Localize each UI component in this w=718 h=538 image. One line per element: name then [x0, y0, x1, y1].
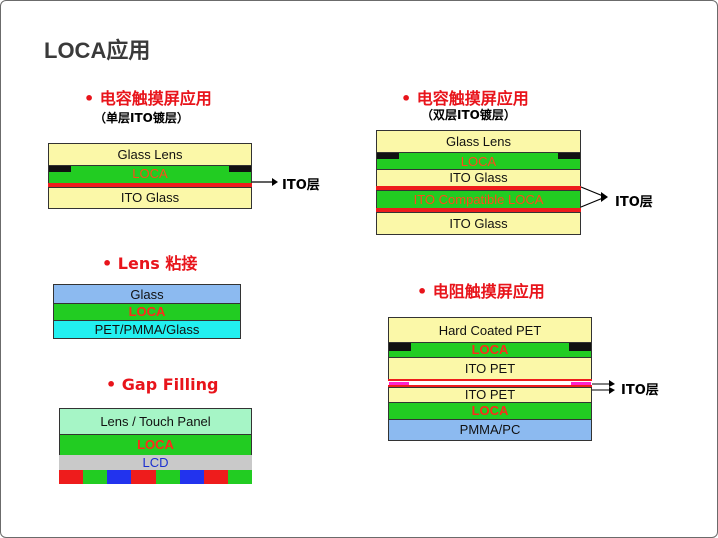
lens-bonding-stack: Glass LOCA PET/PMMA/Glass — [53, 284, 241, 339]
layer-loca: LOCA — [59, 434, 252, 456]
capacitive-single-subheading: （单层ITO镀层） — [94, 111, 189, 125]
ito-label: ITO层 — [282, 178, 320, 193]
black-mask-right — [558, 153, 580, 159]
layer-glass-lens: Glass Lens — [48, 143, 252, 166]
black-mask-left — [389, 343, 411, 351]
layer-loca-upper: LOCA — [388, 342, 592, 358]
page-title: LOCA应用 — [44, 38, 151, 63]
layer-loca-lower: LOCA — [388, 402, 592, 420]
layer-glass: Glass — [53, 284, 241, 304]
layer-loca: LOCA — [48, 165, 252, 184]
gap-filling-stack: Lens / Touch Panel LOCA LCD — [59, 408, 252, 484]
capacitive-double-stack: Glass Lens LOCA ITO Glass ITO Compatible… — [376, 130, 581, 235]
black-mask-left — [49, 166, 71, 172]
capacitive-double-subheading: （双层ITO镀层） — [421, 108, 516, 122]
black-mask-left — [377, 153, 399, 159]
ito-label: ITO层 — [615, 195, 653, 210]
ito-arrow-icon — [580, 186, 608, 208]
layer-lens-touch-panel: Lens / Touch Panel — [59, 408, 252, 435]
layer-pet-pmma-glass: PET/PMMA/Glass — [53, 320, 241, 339]
layer-ito-glass-top: ITO Glass — [376, 169, 581, 187]
layer-loca: LOCA — [376, 152, 581, 170]
layer-ito-pet-upper: ITO PET — [388, 357, 592, 380]
ito-arrow-icon — [252, 178, 278, 186]
layer-ito-pet-lower: ITO PET — [388, 387, 592, 403]
ito-arrow-icon — [592, 380, 615, 394]
capacitive-double-heading: • 电容触摸屏应用 — [401, 89, 529, 108]
layer-hard-coated-pet: Hard Coated PET — [388, 317, 592, 343]
lcd-pixel-strip — [59, 470, 252, 484]
spacer-right — [571, 382, 591, 385]
layer-lcd: LCD — [59, 455, 252, 470]
spacer-left — [389, 382, 409, 385]
resistive-stack: Hard Coated PET LOCA ITO PET ITO PET LOC… — [388, 317, 592, 441]
lens-bonding-heading: • Lens 粘接 — [102, 254, 198, 273]
capacitive-single-stack: Glass Lens LOCA ITO Glass — [48, 143, 252, 209]
layer-loca: LOCA — [53, 303, 241, 321]
layer-ito-compatible-loca: ITO Compatible LOCA — [376, 190, 581, 209]
layer-glass-lens: Glass Lens — [376, 130, 581, 153]
ito-label: ITO层 — [621, 383, 659, 398]
layer-ito-glass: ITO Glass — [48, 187, 252, 209]
resistive-heading: • 电阻触摸屏应用 — [417, 282, 545, 301]
gap-filling-heading: • Gap Filling — [106, 375, 219, 394]
capacitive-single-heading: • 电容触摸屏应用 — [84, 89, 212, 108]
layer-ito-glass-bottom: ITO Glass — [376, 212, 581, 235]
black-mask-right — [569, 343, 591, 351]
black-mask-right — [229, 166, 251, 172]
layer-pmma-pc: PMMA/PC — [388, 419, 592, 441]
